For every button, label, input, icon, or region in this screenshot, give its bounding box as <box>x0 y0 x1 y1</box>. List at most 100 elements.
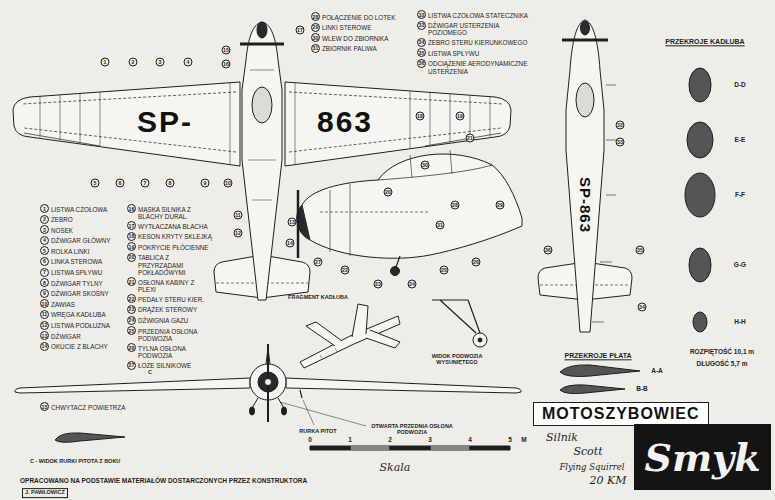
part-name: POKRYCIE PŁÓCIENNE <box>138 242 209 251</box>
front-view-part <box>250 407 255 415</box>
callout-number: 30 <box>421 161 430 170</box>
part-name: PRZEDNIA OSŁONA PODWOZIA <box>138 326 213 342</box>
callout-number: 23 <box>374 280 383 289</box>
annotation: FRAGMENT KADŁUBA <box>288 295 348 301</box>
callout-number: 4 <box>184 58 193 67</box>
wing-sections-part <box>560 385 625 394</box>
part-name: LISTWA CZOŁOWA <box>51 204 107 213</box>
part-name: DRĄŻEK STEROWY <box>138 305 197 314</box>
parts-list-row: 36ODCIĄŻENIE AERODYNAMICZNE USTERZENIA <box>417 59 529 75</box>
callout-number: 32 <box>417 10 426 19</box>
dimension-note: H-H <box>734 319 746 326</box>
callout-number: 26 <box>127 343 136 352</box>
fuselage-planform-part <box>240 43 284 46</box>
parts-list-row: 14OKUCIE Z BLACHY <box>40 342 128 351</box>
parts-list-row: 11WRĘGA KADŁUBA <box>40 310 128 319</box>
part-name: DŹWIGAR SKOŚNY <box>51 289 109 298</box>
fuselage-side-view-part <box>330 184 350 256</box>
wing-planform-part <box>289 92 503 104</box>
part-name: PEDAŁY STERU KIER. <box>138 294 204 303</box>
front-view-part <box>252 398 284 408</box>
part-name: ŻEBRO <box>51 215 73 224</box>
wing-sections <box>560 365 640 394</box>
callout-number: 23 <box>127 305 136 314</box>
part-name: POŁĄCZENIE DO LOTEK <box>322 12 395 21</box>
part-name: DŹWIGAR GŁÓWNY <box>51 236 110 245</box>
wing-sections-part <box>560 365 640 377</box>
landing-gear-sketch-part <box>473 333 487 347</box>
callout-number: 20 <box>127 253 136 262</box>
callout-number: 36 <box>417 59 426 68</box>
fuselage-sections-part <box>689 248 711 282</box>
parts-list-row: 27ŁOŻE SILNIKOWE <box>127 361 213 370</box>
callout-number: 20 <box>384 188 393 197</box>
annotation: C <box>148 370 152 376</box>
parts-list-row: 4DŹWIGAR GŁÓWNY <box>40 236 128 245</box>
part-name: LISTWA SPŁYWU <box>51 268 102 277</box>
callout-number: 30 <box>311 33 320 42</box>
callout-number: 18 <box>416 112 425 121</box>
front-view-part <box>300 390 302 398</box>
scale-bar-part <box>470 446 510 450</box>
callout-number: 28 <box>451 201 460 210</box>
parts-list-row: 33DŹWIGAR USTERZENIA POZIOMEGO <box>417 21 529 37</box>
callout-number: 24 <box>408 280 417 289</box>
callout-number: 27 <box>127 361 136 370</box>
fuselage-side-view-part <box>378 165 492 180</box>
part-name: DŹWIGNIA GAZU <box>138 316 188 325</box>
dimension-note: D-D <box>734 82 746 89</box>
parts-list-row: 13DŹWIGAR <box>40 331 128 340</box>
parts-list-row: 12LISTWA PODŁUŻNA <box>40 321 128 330</box>
parts-list-row: 1LISTWA CZOŁOWA <box>40 204 128 213</box>
front-view-part <box>286 378 521 393</box>
callout-number: 16 <box>222 60 231 69</box>
part-name: LISTWA SPŁYWU <box>428 48 479 57</box>
callout-number: 13 <box>40 331 49 340</box>
part-name: ŁOŻE SILNIKOWE <box>138 361 191 370</box>
part-name: DŹWIGAR TYLNY <box>51 278 103 287</box>
registration-mark: 863 <box>317 106 373 138</box>
part-name: ODCIĄŻENIE AERODYNAMICZNE USTERZENIA <box>428 59 529 75</box>
part-name: OKUCIE Z BLACHY <box>51 342 108 351</box>
callout-number: 12 <box>40 321 49 330</box>
part-name: WLEW DO ZBIORNIKA <box>322 33 388 42</box>
parts-list-row: 19POKRYCIE PŁÓCIENNE <box>127 242 213 251</box>
fuselage-sections <box>685 68 715 332</box>
wing-planform-part <box>425 133 501 146</box>
callout-number: 24 <box>127 316 136 325</box>
callout-number: 9 <box>40 289 49 298</box>
scale-number: 2 <box>388 437 392 444</box>
part-name: OSŁONA KABINY Z PLEXI <box>138 277 213 293</box>
node-text: Smyk <box>644 435 760 480</box>
parts-list-row: 24DŹWIGNIA GAZU <box>127 316 213 325</box>
callout-number: 10 <box>40 299 49 308</box>
engine-note: Scott <box>573 446 602 458</box>
front-view-part <box>15 378 250 393</box>
scale-number: 1 <box>348 437 352 444</box>
front-view-part <box>303 400 314 425</box>
wing-planform-part <box>13 82 240 166</box>
parts-list-row: 21OSŁONA KABINY Z PLEXI <box>127 277 213 293</box>
registration-mark: SP-863 <box>577 177 593 233</box>
fuselage-planform-part <box>248 70 276 200</box>
part-name: ZBIORNIK PALIWA <box>322 44 377 53</box>
part-name: ROLKA LINKI <box>51 246 90 255</box>
fuselage-planform-part <box>242 22 282 300</box>
callout-number: 22 <box>341 266 350 275</box>
callout-number: 9 <box>201 179 210 188</box>
parts-list-column: 15CHWYTACZ POWIETRZA <box>40 402 160 413</box>
parts-list-row: 3NOSEK <box>40 225 128 234</box>
part-name: CHWYTACZ POWIETRZA <box>51 402 125 411</box>
callout-number: 12 <box>234 229 243 238</box>
parts-list-row: 30WLEW DO ZBIORNIKA <box>311 33 415 42</box>
callout-number: 34 <box>638 303 647 312</box>
callout-number: 8 <box>40 278 49 287</box>
fuselage-sections-part <box>689 68 711 102</box>
callout-number: 4 <box>40 236 49 245</box>
part-name: MASKA SILNIKA Z BLACHY DURAL. <box>138 204 213 220</box>
callout-number: 18 <box>127 232 136 241</box>
tail-fragment-sketch-part <box>300 316 400 368</box>
callout-number: 10 <box>224 179 233 188</box>
callout-number: 16 <box>127 204 136 213</box>
landing-gear-sketch-part <box>432 300 480 333</box>
